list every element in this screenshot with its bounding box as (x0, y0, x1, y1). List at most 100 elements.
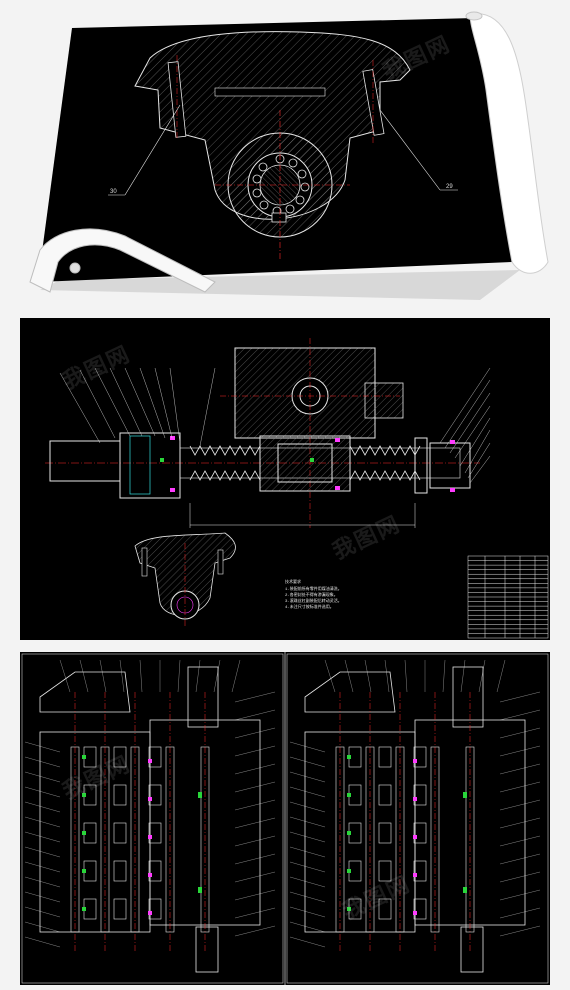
gearbox-drawing-left (24, 659, 276, 973)
leader-line (289, 876, 326, 888)
green-marker (463, 887, 467, 893)
callout-29: 29 (446, 184, 453, 190)
gear-block (378, 746, 392, 768)
leader-line (24, 921, 61, 933)
green-marker (198, 887, 202, 893)
sheet1-housing-drawing: 30 29 (108, 31, 458, 260)
shaft (335, 746, 345, 933)
leader-line (499, 871, 541, 883)
magenta-marker (148, 759, 152, 763)
magenta-marker (148, 797, 152, 801)
rolled-sheet-svg: 30 29 (29, 11, 549, 300)
leader-line (234, 799, 276, 811)
leader-line (234, 745, 276, 757)
leader-line (234, 925, 276, 937)
gear-block (148, 898, 162, 920)
leader-line (24, 771, 61, 783)
bom-table (467, 555, 549, 639)
leader-line (499, 709, 541, 721)
leader-line (234, 763, 276, 775)
leader-line (499, 727, 541, 739)
green-marker (82, 793, 86, 797)
leader-line (499, 835, 541, 847)
leader-line (499, 889, 541, 901)
leader-line (79, 659, 89, 693)
leader-line (289, 906, 326, 918)
magenta-marker (148, 835, 152, 839)
leader-line (384, 659, 390, 693)
shaft (200, 746, 210, 933)
leader-line (24, 786, 61, 798)
top-shaft-housing (452, 666, 484, 728)
leader-line (289, 816, 326, 828)
gear-block (148, 784, 162, 806)
shaft (430, 746, 440, 933)
gear-block (113, 784, 127, 806)
leader-line (499, 745, 541, 757)
magenta-marker (148, 873, 152, 877)
green-marker (347, 755, 351, 759)
green-marker (82, 831, 86, 835)
gear-block (378, 822, 392, 844)
shaft (365, 746, 375, 933)
callout-30: 30 (110, 189, 117, 195)
leader-line (234, 853, 276, 865)
leader-line (24, 741, 61, 753)
magenta-marker (413, 797, 417, 801)
leader-line (177, 659, 181, 693)
magenta-marker (413, 835, 417, 839)
leader-line (234, 835, 276, 847)
leader-line (499, 907, 541, 919)
leader-line (234, 817, 276, 829)
leader-line (119, 659, 125, 693)
motor-outline (39, 671, 131, 713)
magenta-marker (148, 911, 152, 915)
notes-title: 技术要求 (285, 578, 301, 585)
green-marker (463, 792, 467, 798)
gear-block (413, 746, 427, 768)
gearbox-drawings-svg (21, 652, 549, 985)
gear-block (113, 860, 127, 882)
ball-screw-shaft (45, 432, 480, 528)
leader-line (499, 817, 541, 829)
leader-line (24, 906, 61, 918)
leader-line (234, 691, 276, 703)
rolled-drawing-sheet: 30 29 (0, 0, 570, 305)
leader-line (234, 889, 276, 901)
assembly-drawing-panel: 技术要求 1.装配前所有零件用煤油清洗。 2.各密封处不得有渗漏现象。 3.滚珠… (20, 318, 550, 640)
leader-line (442, 659, 446, 693)
leader-line (24, 846, 61, 858)
leader-line (195, 659, 201, 693)
magenta-marker (413, 873, 417, 877)
note-1: 1.装配前所有零件用煤油清洗。 (285, 585, 342, 592)
leader-line (499, 925, 541, 937)
leader-line (24, 891, 61, 903)
shaft (70, 746, 80, 933)
gear-block (113, 746, 127, 768)
gear-block (148, 822, 162, 844)
green-marker (347, 869, 351, 873)
gear-block (148, 746, 162, 768)
leader-line (24, 861, 61, 873)
leader-line (289, 786, 326, 798)
gear-block (378, 784, 392, 806)
gear-block (378, 860, 392, 882)
top-shaft-housing (187, 666, 219, 728)
gear-block (413, 822, 427, 844)
leader-line (24, 801, 61, 813)
gearbox-drawing-right (289, 659, 541, 973)
bottom-shaft-housing (460, 926, 484, 973)
leader-line (234, 781, 276, 793)
leader-line (499, 763, 541, 775)
magenta-marker (413, 911, 417, 915)
leader-line (289, 846, 326, 858)
leader-line (234, 727, 276, 739)
leader-line (24, 936, 61, 948)
leader-line (139, 659, 143, 693)
leader-line (289, 741, 326, 753)
green-marker (82, 869, 86, 873)
green-marker (347, 831, 351, 835)
leader-line (478, 659, 486, 693)
leader-lines (59, 367, 491, 484)
leader-line (364, 659, 372, 693)
